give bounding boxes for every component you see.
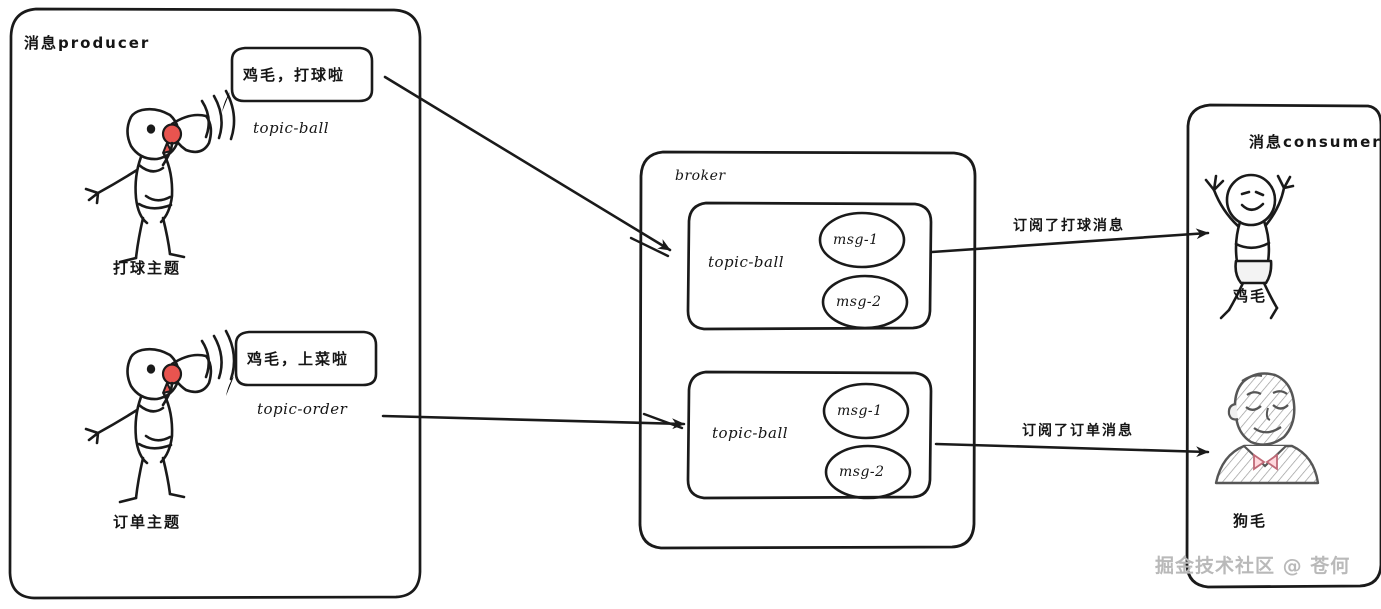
consumer-panel-frame xyxy=(1185,103,1381,589)
broker-label: broker xyxy=(675,168,726,184)
arrow-broker-to-consumer-order xyxy=(934,442,1210,458)
producer-caption-ball: 打球主题 xyxy=(113,259,182,277)
broker-topic-0-msg-1: msg-2 xyxy=(836,294,882,310)
broker-topic-1-msg-1: msg-2 xyxy=(839,464,885,480)
producer-bubble-order-frame xyxy=(226,330,378,396)
arrow-producer-to-broker-ball xyxy=(383,75,672,258)
producer-bubble-order-text: 鸡毛，上菜啦 xyxy=(247,350,350,368)
producer-panel-label: 消息producer xyxy=(24,34,151,52)
broker-panel-frame xyxy=(638,150,977,550)
consumer-panel-label: 消息consumer xyxy=(1249,133,1381,151)
broker-topic-1-label: topic-ball xyxy=(712,424,789,442)
arrow-label-subscribe-ball: 订阅了打球消息 xyxy=(1013,218,1125,234)
consumer-figure-jimao xyxy=(1204,173,1295,320)
broker-topic-box-0-frame xyxy=(686,201,933,331)
arrow-label-subscribe-order: 订阅了订单消息 xyxy=(1022,423,1134,439)
broker-topic-1-msg-0: msg-1 xyxy=(837,403,883,419)
broker-topic-0-label: topic-ball xyxy=(708,253,785,271)
producer-bubble-ball-frame xyxy=(222,46,374,112)
consumer-figure-goumao xyxy=(1214,372,1320,485)
consumer-name-goumao: 狗毛 xyxy=(1233,512,1268,530)
consumer-name-jimao: 鸡毛 xyxy=(1233,287,1268,305)
arrow-producer-to-broker-order xyxy=(381,412,686,430)
producer-figure-order xyxy=(84,329,236,504)
producer-panel-frame xyxy=(8,7,422,600)
producer-figure-ball xyxy=(84,89,236,264)
producer-topic-ball-label: topic-ball xyxy=(253,119,330,137)
producer-bubble-ball-text: 鸡毛，打球啦 xyxy=(243,66,346,84)
broker-topic-box-1-frame xyxy=(686,370,933,500)
broker-topic-0-msg-0: msg-1 xyxy=(833,232,879,248)
watermark: 掘金技术社区 @ 苍何 xyxy=(1155,555,1351,577)
arrow-broker-to-consumer-ball xyxy=(930,228,1210,254)
producer-topic-order-label: topic-order xyxy=(257,400,348,418)
producer-caption-order: 订单主题 xyxy=(113,513,182,531)
